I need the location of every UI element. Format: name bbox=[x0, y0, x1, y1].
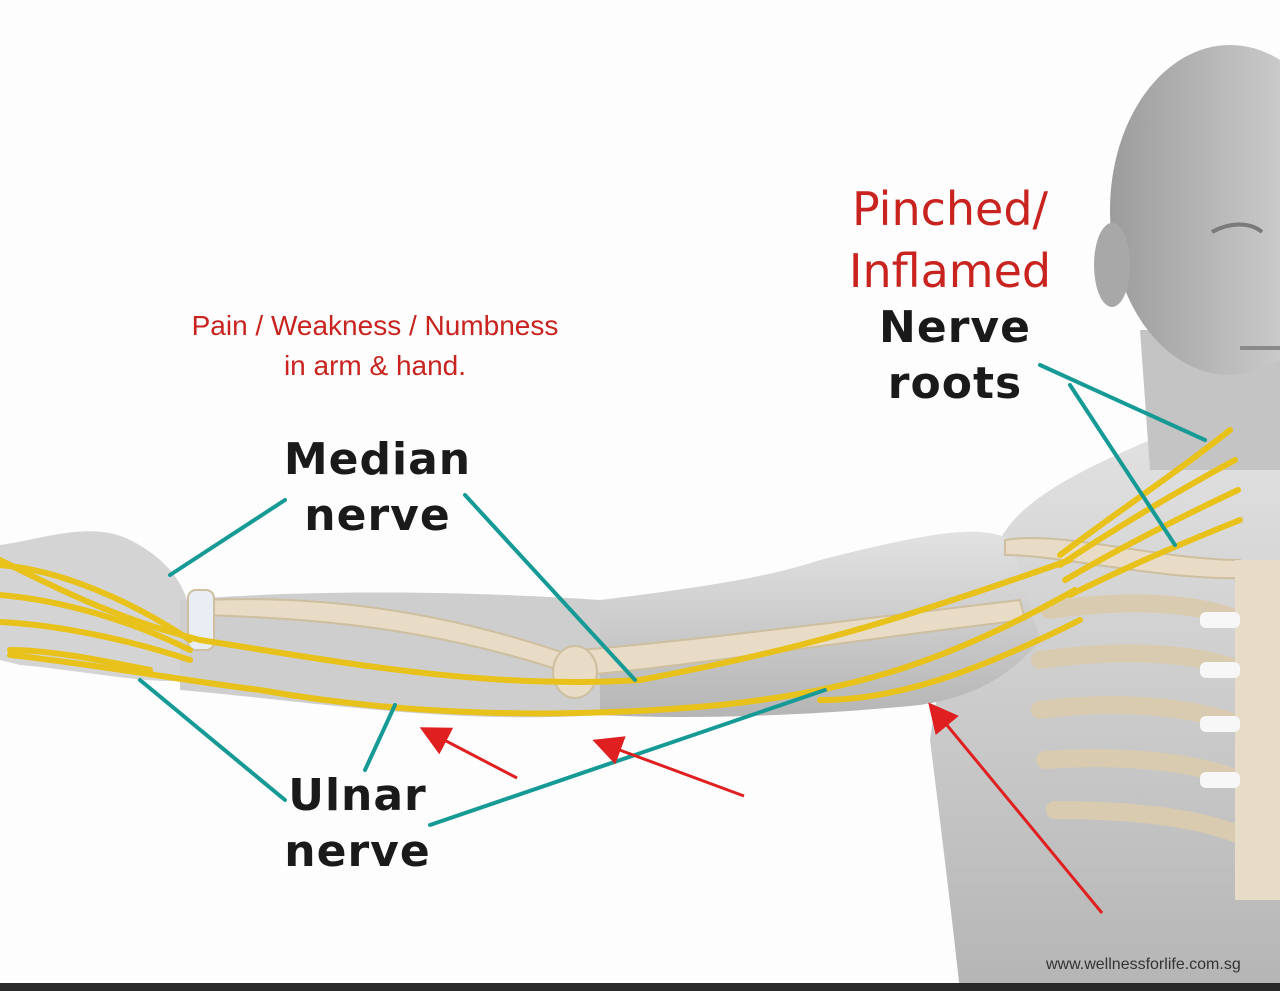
finger-nerve-4 bbox=[7, 647, 153, 673]
finger-nerve-1 bbox=[0, 562, 193, 643]
leader-median-elbow bbox=[463, 493, 637, 682]
nerve-root-1 bbox=[1057, 427, 1233, 558]
leader-lines bbox=[138, 363, 1207, 827]
elbow-joint bbox=[552, 645, 598, 699]
nerves bbox=[0, 427, 1243, 717]
median-nerve bbox=[0, 557, 1073, 685]
leader-roots-lower bbox=[1068, 383, 1177, 547]
finger-nerve-3 bbox=[0, 619, 193, 663]
forearm bbox=[180, 592, 600, 718]
eye bbox=[1211, 222, 1264, 234]
cartilage bbox=[1200, 612, 1240, 788]
bones bbox=[187, 536, 1241, 699]
nerve-root-4 bbox=[1067, 517, 1243, 598]
source-credit: www.wellnessforlife.com.sg bbox=[1046, 956, 1241, 973]
ulnar-nerve-label: Ulnar nerve bbox=[284, 770, 431, 877]
pain-arrows bbox=[419, 702, 1104, 914]
rib-5 bbox=[1046, 801, 1249, 844]
leader-ulnar-forearm bbox=[363, 703, 397, 772]
nerve-roots-label: Nerve roots bbox=[879, 302, 1031, 409]
ulnar-nerve bbox=[7, 587, 1078, 717]
leader-ulnar-arm bbox=[428, 688, 827, 827]
leader-roots-upper bbox=[1038, 363, 1207, 442]
symptoms-label: Pain / Weakness / Numbness in arm & hand… bbox=[191, 310, 559, 381]
leader-ulnar-wrist bbox=[138, 678, 287, 802]
ear bbox=[1094, 223, 1130, 307]
radial-nerve bbox=[817, 617, 1083, 703]
pinched-inflamed-label: Pinched/ Inflamed bbox=[848, 182, 1052, 298]
head bbox=[1110, 45, 1280, 375]
bottom-bar bbox=[0, 983, 1280, 991]
sternum bbox=[1235, 560, 1280, 900]
arrow-2 bbox=[592, 736, 745, 798]
nerve-root-3 bbox=[1062, 487, 1241, 583]
wrist-bone bbox=[187, 589, 215, 651]
median-nerve-label: Median nerve bbox=[283, 434, 472, 541]
arrow-1 bbox=[419, 727, 518, 780]
arrow-3 bbox=[928, 702, 1104, 914]
leader-median-wrist bbox=[168, 498, 287, 577]
finger-nerve-2 bbox=[0, 592, 193, 653]
